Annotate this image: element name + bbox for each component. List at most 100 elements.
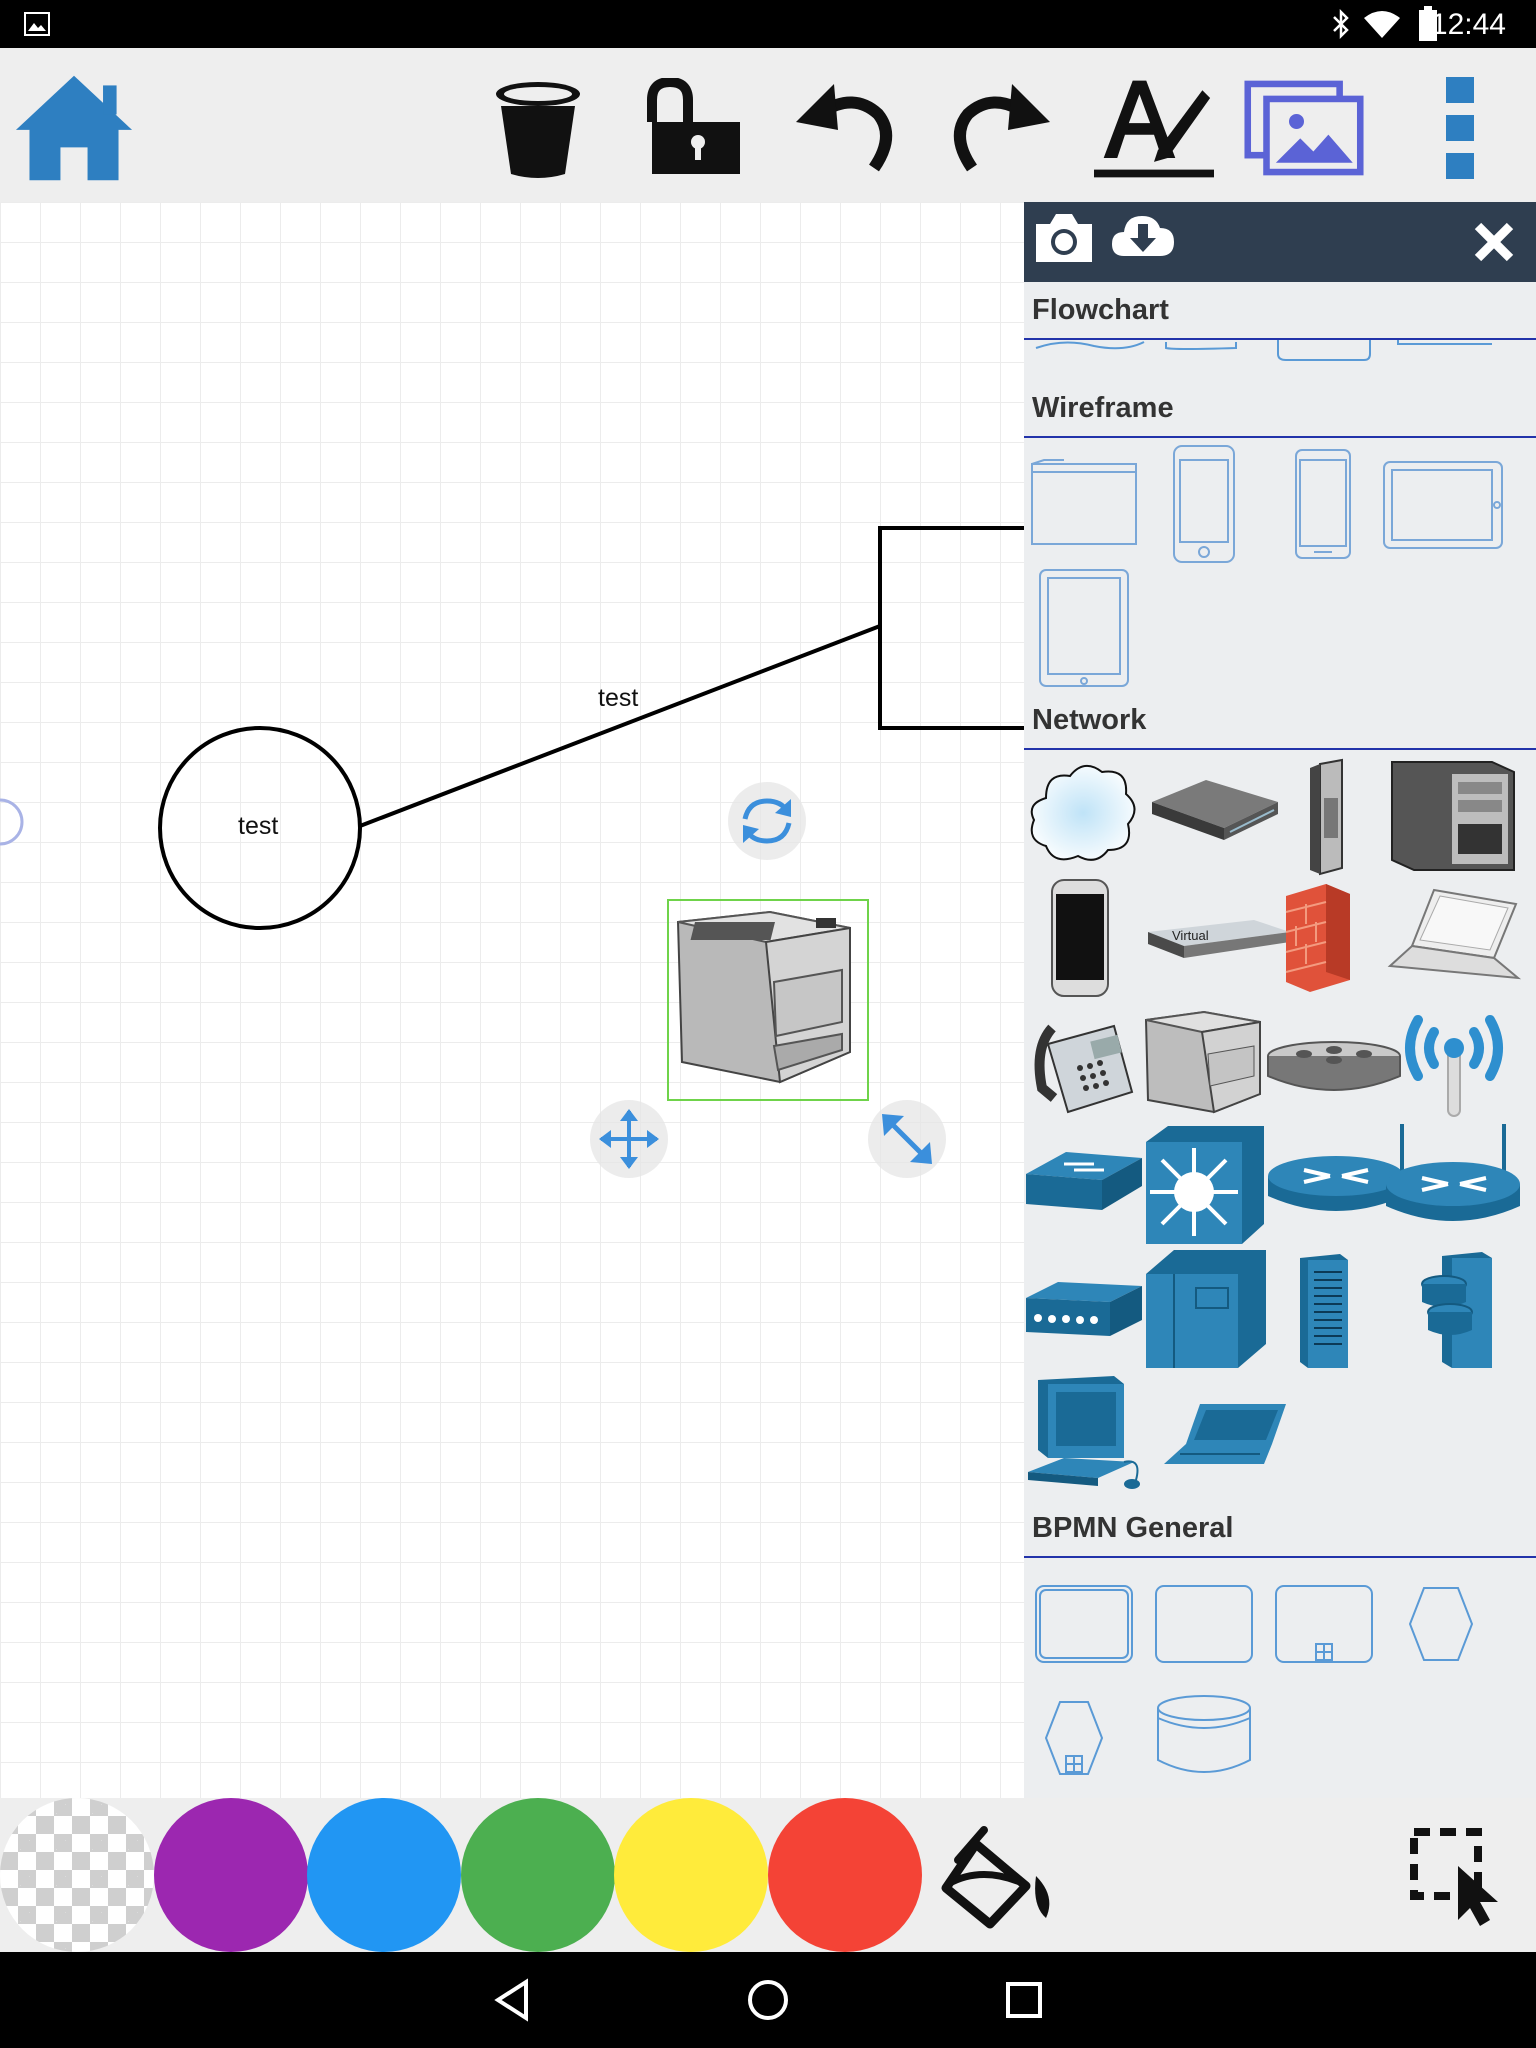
rectangle-node[interactable] [878,526,1024,730]
wireframe-shapes[interactable] [1024,440,1536,690]
section-divider [1024,436,1536,438]
connector-line[interactable] [359,624,881,828]
cloud-download-icon[interactable] [1110,210,1176,260]
color-swatch-blue[interactable] [307,1798,461,1952]
bpmn-subprocess [1275,1585,1373,1663]
diagram-canvas[interactable]: test test [0,202,1024,1798]
hub-shape[interactable] [1024,1272,1144,1342]
home-icon [15,75,133,181]
tablet-landscape-shape [1383,461,1503,549]
section-title-network: Network [1032,704,1147,736]
flowchart-shapes-row[interactable] [1024,340,1536,366]
color-swatch-red[interactable] [768,1798,922,1952]
color-swatch-green[interactable] [461,1798,615,1952]
top-toolbar [0,48,1536,202]
back-icon [494,1978,528,2022]
wifi-icon [1364,11,1400,38]
unlock-icon [647,78,740,174]
firewall-shape[interactable] [1280,882,1356,994]
layer3-switch-shape[interactable] [1144,1124,1266,1246]
iphone-shape [1173,445,1235,563]
blade-server-shape[interactable] [1290,758,1370,876]
virtual-server-shape[interactable]: Virtual [1144,912,1294,962]
insert-image-button[interactable] [1244,68,1364,188]
mainframe-shape[interactable] [1144,1248,1268,1370]
selection-box [667,899,869,1101]
switch-shape[interactable] [1024,1140,1144,1214]
bpmn-hexagon [1408,1587,1474,1661]
color-swatch-yellow[interactable] [614,1798,768,1952]
close-icon[interactable] [1472,220,1516,264]
wireless-router-shape[interactable] [1382,1122,1524,1232]
section-title-flowchart: Flowchart [1032,294,1169,326]
trash-icon [496,82,580,178]
smartphone-shape[interactable] [1048,878,1112,998]
virtual-label: Virtual [1172,928,1209,943]
status-bar: 12:44 [0,0,1536,48]
image-gallery-icon [1244,80,1364,176]
color-swatch-transparent[interactable] [0,1798,154,1952]
cloud-shape[interactable] [1026,758,1140,870]
database-server-shape[interactable] [1412,1250,1502,1370]
rotate-handle[interactable] [728,782,806,860]
section-divider [1024,1556,1536,1558]
battery-icon [1419,6,1437,41]
workstation-shape[interactable] [1024,1372,1144,1494]
text-style-button[interactable] [1094,68,1214,188]
lock-button[interactable] [632,68,752,188]
image-notification-icon [24,12,50,36]
bpmn-shapes[interactable] [1024,1572,1536,1798]
color-bar [0,1798,1536,1952]
rotate-icon [742,798,792,844]
laptop-shape[interactable] [1382,884,1526,990]
shape-palette-panel: Flowchart Wireframe Network [1024,202,1536,1798]
back-button[interactable] [482,1970,542,2030]
server-tower-shape[interactable] [1294,1252,1354,1370]
home-circle-icon [748,1980,788,2020]
printer-shape[interactable] [1142,1006,1266,1118]
section-divider [1024,338,1536,340]
status-time: 12:44 [1430,8,1506,41]
ip-phone-shape[interactable] [1028,1008,1138,1118]
rack-server-shape[interactable] [1148,772,1282,842]
tablet-portrait-shape [1039,569,1129,687]
router-shape[interactable] [1264,1152,1408,1222]
section-title-wireframe: Wireframe [1032,392,1174,424]
section-title-bpmn: BPMN General [1032,1512,1234,1544]
bpmn-data-store [1157,1695,1251,1773]
resize-icon [882,1114,932,1164]
move-handle[interactable] [590,1100,668,1178]
fill-bucket-icon[interactable] [940,1826,1060,1930]
recents-icon [1006,1982,1042,2018]
connector-label: test [598,684,639,712]
home-nav-button[interactable] [738,1970,798,2030]
bpmn-task [1155,1585,1253,1663]
diagram-layer [0,526,1024,1101]
section-divider [1024,748,1536,750]
bpmn-hexagon-subprocess [1044,1701,1104,1775]
move-icon [599,1109,659,1169]
camera-icon[interactable] [1032,210,1096,266]
wireless-ap-shape[interactable] [1390,1010,1518,1122]
bluetooth-icon [1333,8,1349,40]
delete-button[interactable] [478,68,598,188]
tower-server-shape[interactable] [1382,754,1524,876]
laptop-blue-shape[interactable] [1160,1400,1290,1470]
android-phone-shape [1295,449,1351,559]
panel-header [1024,202,1536,282]
offscreen-node-stub[interactable] [0,798,24,846]
printer-node[interactable] [670,902,866,1098]
resize-handle[interactable] [868,1100,946,1178]
select-region-icon[interactable] [1408,1826,1508,1926]
recents-button[interactable] [994,1970,1054,2030]
color-swatch-purple[interactable] [154,1798,308,1952]
redo-icon [954,84,1050,172]
overflow-menu-button[interactable] [1400,68,1520,188]
storage-array-shape[interactable] [1264,1038,1404,1094]
text-style-icon [1094,80,1214,178]
home-button[interactable] [14,68,134,188]
circle-node[interactable] [158,726,362,930]
redo-button[interactable] [940,68,1060,188]
undo-button[interactable] [786,68,906,188]
browser-window-shape [1031,459,1137,545]
